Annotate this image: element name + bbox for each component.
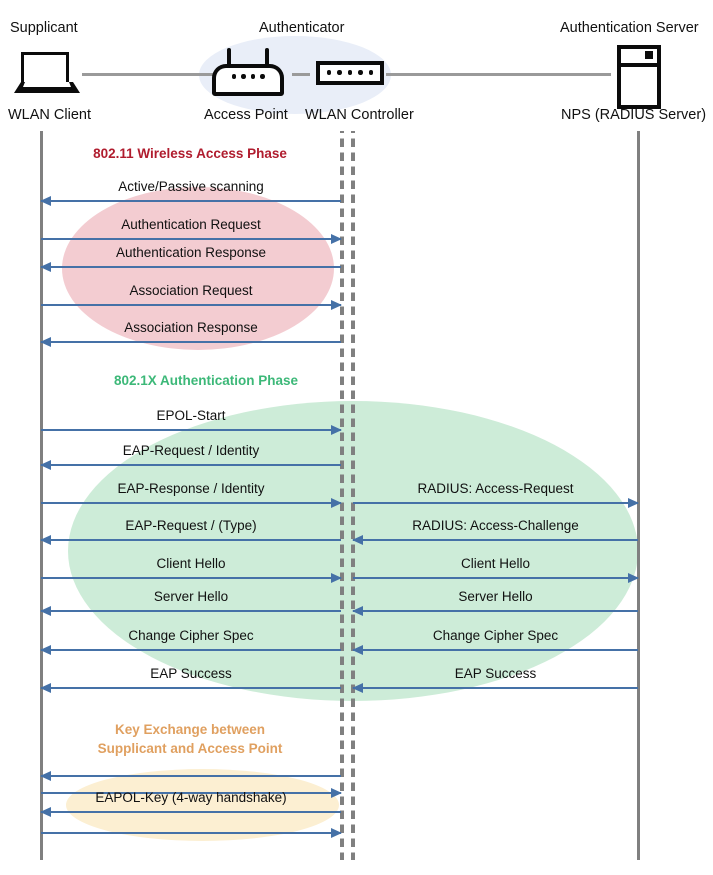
arrow-head-icon	[40, 770, 51, 781]
message-label: EAP-Response / Identity	[117, 481, 265, 496]
arrow-head-icon	[331, 233, 342, 244]
arrow-head-icon	[352, 534, 363, 545]
phase-label-key-exchange-line2: Supplicant and Access Point	[97, 741, 283, 756]
actor-role-supplicant: Supplicant	[10, 20, 78, 36]
arrow-head-icon	[331, 572, 342, 583]
arrow-shaft	[41, 811, 341, 813]
arrow-shaft	[41, 266, 341, 268]
lifeline-authentication-server	[637, 131, 640, 860]
message-label: RADIUS: Access-Challenge	[412, 518, 579, 533]
arrow-head-icon	[331, 299, 342, 310]
message-label: Server Hello	[458, 589, 533, 604]
arrow-head-icon	[628, 497, 639, 508]
arrow-shaft	[353, 610, 638, 612]
message-label: EAP Success	[454, 666, 537, 681]
message-label: EAP-Request / Identity	[122, 443, 260, 458]
actor-caption-access-point: Access Point	[204, 107, 288, 123]
arrow-shaft	[41, 649, 341, 651]
arrow-head-icon	[40, 806, 51, 817]
phase-blob-wireless-access	[62, 187, 334, 350]
arrow-shaft	[41, 429, 341, 431]
message-label: Client Hello	[460, 556, 531, 571]
access-point-icon	[212, 48, 284, 96]
arrow-head-icon	[331, 827, 342, 838]
arrow-head-icon	[331, 497, 342, 508]
phase-label-key-exchange-line1: Key Exchange between	[114, 722, 266, 737]
message-label: Authentication Response	[115, 245, 267, 260]
message-label: Active/Passive scanning	[118, 179, 264, 194]
wlan-controller-icon	[316, 61, 384, 85]
message-label: Change Cipher Spec	[432, 628, 559, 643]
arrow-shaft	[353, 649, 638, 651]
actor-caption-wlan-controller: WLAN Controller	[305, 107, 414, 123]
arrow-shaft	[41, 464, 341, 466]
arrow-head-icon	[40, 605, 51, 616]
arrow-head-icon	[40, 195, 51, 206]
lifeline-access-point	[340, 131, 344, 860]
arrow-head-icon	[40, 459, 51, 470]
arrow-shaft	[353, 502, 638, 504]
link-client-to-ap	[82, 73, 217, 76]
message-label: EAP-Request / (Type)	[125, 518, 257, 533]
phase-label-key-exchange: Key Exchange between Supplicant and Acce…	[40, 720, 340, 758]
arrow-shaft	[353, 539, 638, 541]
actor-role-authenticator: Authenticator	[259, 20, 345, 36]
message-label: Association Request	[129, 283, 253, 298]
arrow-head-icon	[352, 644, 363, 655]
arrow-shaft	[41, 775, 341, 777]
arrow-head-icon	[352, 605, 363, 616]
arrow-head-icon	[40, 644, 51, 655]
link-controller-to-server	[386, 73, 611, 76]
lifeline-wlan-controller	[351, 131, 355, 860]
server-icon	[617, 45, 661, 109]
arrow-shaft	[41, 687, 341, 689]
arrow-shaft	[353, 577, 638, 579]
phase-blob-key-exchange	[66, 769, 339, 841]
arrow-head-icon	[40, 261, 51, 272]
phase-label-authentication: 802.1X Authentication Phase	[113, 373, 299, 388]
arrow-shaft	[353, 687, 638, 689]
arrow-head-icon	[40, 534, 51, 545]
arrow-shaft	[41, 502, 341, 504]
arrow-shaft	[41, 539, 341, 541]
message-label: RADIUS: Access-Request	[417, 481, 574, 496]
message-label: EAP Success	[150, 666, 232, 681]
arrow-shaft	[41, 304, 341, 306]
arrow-head-icon	[40, 682, 51, 693]
arrow-head-icon	[40, 336, 51, 347]
arrow-shaft	[41, 792, 341, 794]
message-label: Association Response	[124, 320, 258, 335]
link-ap-to-controller	[292, 73, 310, 76]
actor-caption-wlan-client: WLAN Client	[8, 107, 91, 123]
actor-caption-nps-server: NPS (RADIUS Server)	[561, 107, 707, 123]
arrow-shaft	[41, 341, 341, 343]
lifeline-supplicant	[40, 131, 43, 860]
laptop-icon	[14, 52, 80, 94]
message-label: Change Cipher Spec	[128, 628, 254, 643]
message-label: EPOL-Start	[156, 408, 226, 423]
arrow-head-icon	[331, 787, 342, 798]
arrow-shaft	[41, 832, 341, 834]
message-label: Authentication Request	[121, 217, 261, 232]
arrow-head-icon	[331, 424, 342, 435]
actor-role-authentication-server: Authentication Server	[560, 20, 699, 36]
message-label: Server Hello	[153, 589, 229, 604]
arrow-shaft	[41, 610, 341, 612]
arrow-head-icon	[352, 682, 363, 693]
arrow-shaft	[41, 577, 341, 579]
message-label: Client Hello	[156, 556, 226, 571]
arrow-head-icon	[628, 572, 639, 583]
phase-label-wireless-access: 802.11 Wireless Access Phase	[93, 146, 287, 161]
arrow-shaft	[41, 200, 341, 202]
message-label: EAPOL-Key (4-way handshake)	[95, 790, 287, 805]
arrow-shaft	[41, 238, 341, 240]
